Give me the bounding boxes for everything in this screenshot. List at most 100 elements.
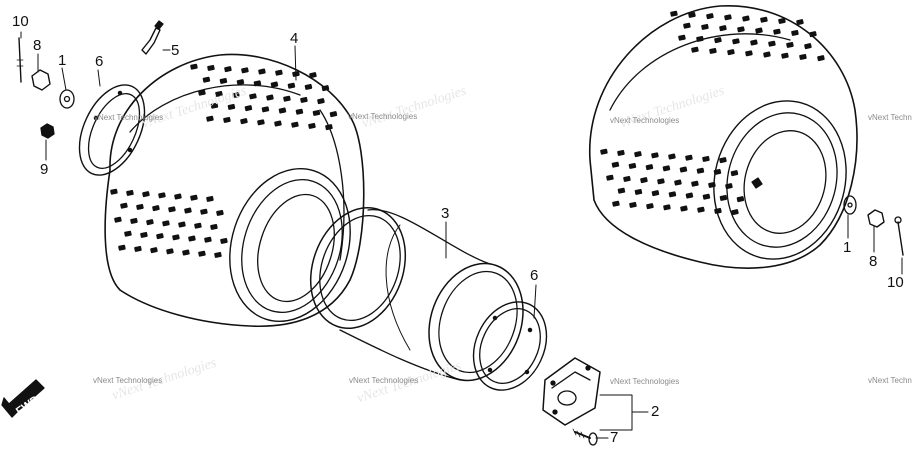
tread-knob xyxy=(691,46,699,53)
tread-knob xyxy=(742,15,750,22)
tread-knob xyxy=(168,206,176,213)
tread-knob xyxy=(202,76,211,83)
tread-knob xyxy=(220,237,228,244)
tread-knob xyxy=(172,234,180,241)
tread-knob xyxy=(126,189,134,196)
tread-knob xyxy=(646,203,654,210)
tread-knob xyxy=(606,174,614,181)
watermark-text: vNext Technologies xyxy=(868,113,912,122)
tread-knob xyxy=(736,196,745,203)
tread-knob xyxy=(210,102,219,109)
callout-3: 3 xyxy=(441,205,450,222)
tread-knob xyxy=(309,72,317,79)
tread-knob xyxy=(804,43,812,50)
hub-bolt xyxy=(572,428,598,446)
tread-knob xyxy=(662,165,671,172)
tread-knob xyxy=(206,195,214,202)
right-tire-tread xyxy=(600,10,825,216)
tread-knob xyxy=(194,222,202,229)
tread-knob xyxy=(778,17,786,24)
callout-2: 2 xyxy=(651,403,660,420)
tread-knob xyxy=(714,37,722,44)
tread-knob xyxy=(796,19,804,26)
tread-knob xyxy=(706,13,714,20)
tread-knob xyxy=(737,26,745,33)
tread-knob xyxy=(645,164,654,171)
tread-knob xyxy=(791,29,799,36)
tread-knob xyxy=(150,247,158,254)
tread-knob xyxy=(651,152,659,159)
tread-knob xyxy=(325,124,333,131)
tread-knob xyxy=(134,245,142,252)
tread-knob xyxy=(731,209,739,216)
tread-knob xyxy=(329,111,338,118)
fwd-arrow-icon xyxy=(1,379,45,418)
tread-knob xyxy=(640,177,648,184)
tread-knob xyxy=(114,216,122,223)
tread-knob xyxy=(162,220,170,227)
tread-knob xyxy=(623,175,631,182)
tread-knob xyxy=(611,161,620,168)
tread-knob xyxy=(295,108,304,115)
tread-knob xyxy=(210,223,218,230)
tread-knob xyxy=(702,193,711,200)
tread-knob xyxy=(270,81,279,88)
rim-ring-upper xyxy=(78,84,146,176)
watermark-text: vNext Technologies xyxy=(94,113,164,122)
tread-knob xyxy=(680,205,688,212)
tread-knob xyxy=(727,49,735,56)
tread-knob xyxy=(685,154,693,161)
tread-knob xyxy=(182,249,190,256)
tread-knob xyxy=(730,170,739,177)
callout-7: 7 xyxy=(610,429,619,446)
tread-knob xyxy=(724,14,732,21)
tread-knob xyxy=(190,194,198,201)
callout-10-right: 10 xyxy=(887,274,904,291)
tread-knob xyxy=(166,248,174,255)
tread-knob xyxy=(668,191,677,198)
tread-knob xyxy=(745,50,753,57)
tread-knob xyxy=(124,230,132,237)
callout-6-upper: 6 xyxy=(95,53,104,70)
wheel-rim xyxy=(309,206,524,382)
watermark-text: vNext Technologies xyxy=(610,116,680,125)
watermark-text: vNext Technologies xyxy=(93,376,163,385)
callout-1-right: 1 xyxy=(843,239,852,256)
tread-knob xyxy=(679,166,688,173)
tread-knob xyxy=(257,119,265,126)
tread-knob xyxy=(719,25,727,32)
callout-4: 4 xyxy=(290,30,299,47)
tread-knob xyxy=(708,181,716,188)
callout-8-left: 8 xyxy=(33,37,42,54)
tread-knob xyxy=(223,116,231,123)
tread-knob xyxy=(768,40,776,47)
tread-knob xyxy=(732,38,740,45)
tread-knob xyxy=(617,187,626,194)
tread-knob xyxy=(240,118,248,125)
tread-knob xyxy=(253,80,262,87)
tread-knob xyxy=(158,192,166,199)
tread-knob xyxy=(258,68,266,75)
tread-knob xyxy=(156,233,164,240)
tread-knob xyxy=(198,89,206,96)
tread-knob xyxy=(817,55,825,62)
valve-stem xyxy=(141,20,164,55)
tread-knob xyxy=(110,188,118,195)
tread-knob xyxy=(688,11,696,18)
tread-knob xyxy=(755,27,763,34)
tread-knob xyxy=(236,79,245,86)
leader-lines xyxy=(20,31,903,439)
tread-knob xyxy=(214,251,222,258)
left-tire xyxy=(104,53,365,328)
tread-knob xyxy=(200,208,208,215)
tread-knob xyxy=(670,10,678,17)
tread-knob xyxy=(300,96,308,103)
tread-knob xyxy=(709,47,717,54)
tread-knob xyxy=(600,148,608,155)
tread-knob xyxy=(287,82,296,89)
tread-knob xyxy=(634,188,643,195)
tread-knob xyxy=(215,90,223,97)
tread-knob xyxy=(668,153,676,160)
tread-knob xyxy=(118,244,126,251)
